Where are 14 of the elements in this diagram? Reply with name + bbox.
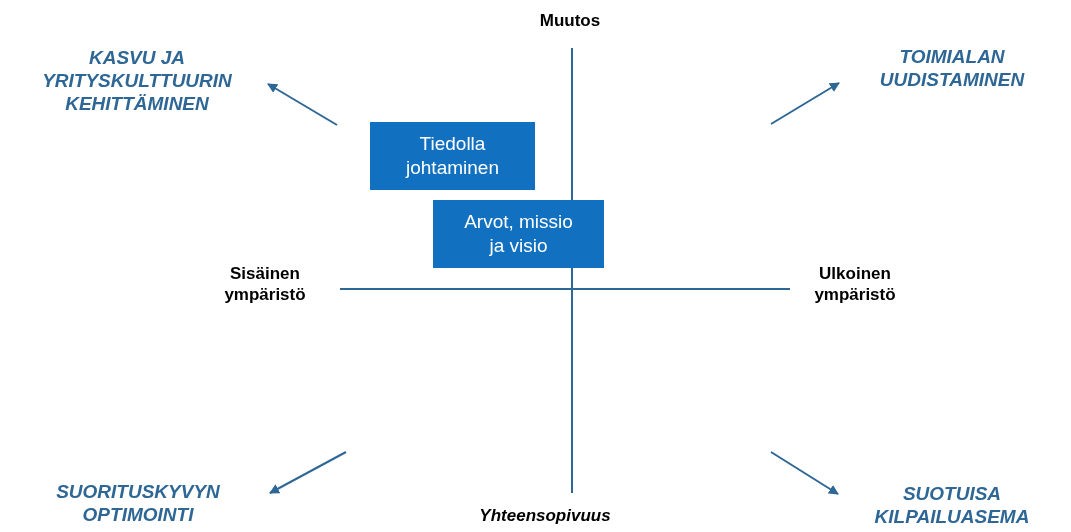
process-box: Tiedolla johtaminen	[370, 122, 535, 190]
axis-label: Sisäinen ympäristö	[223, 263, 307, 305]
arrow	[267, 83, 338, 126]
quadrant-title: SUOTUISA KILPAILUASEMA	[836, 480, 1068, 530]
arrow	[770, 82, 840, 125]
arrow	[770, 451, 839, 495]
axis-label: Ulkoinen ympäristö	[813, 263, 897, 305]
quadrant-title: SUORITUSKYVYN OPTIMOINTI	[5, 478, 271, 528]
quadrant-title: TOIMIALAN UUDISTAMINEN	[838, 38, 1066, 98]
axis-label: Yhteensopivuus	[478, 505, 612, 526]
quadrant-title: KASVU JA YRITYSKULTTUURIN KEHITTÄMINEN	[5, 38, 269, 122]
arrow	[269, 451, 347, 494]
process-box: Arvot, missio ja visio	[433, 200, 604, 268]
axis-label: Muutos	[538, 10, 602, 31]
